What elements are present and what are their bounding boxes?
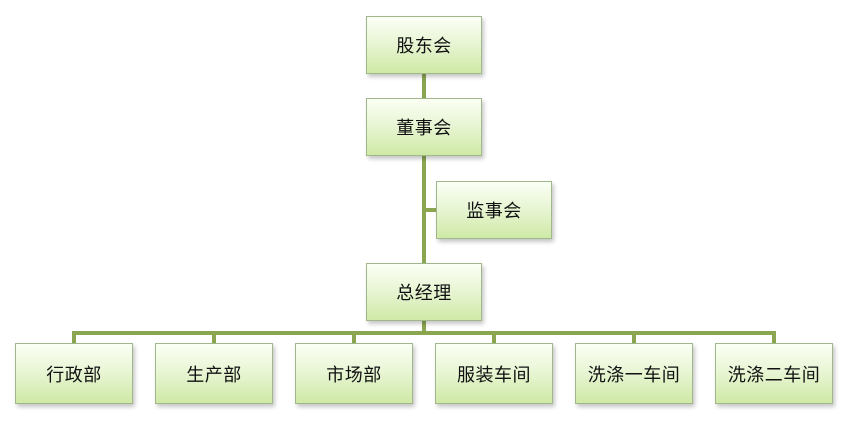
node-board-of-directors: 董事会: [366, 98, 482, 156]
node-label: 服装车间: [457, 364, 531, 386]
node-dept-washing-workshop-1: 洗涤一车间: [575, 343, 693, 404]
node-label: 洗涤二车间: [727, 364, 821, 386]
node-label: 生产部: [186, 364, 242, 386]
node-dept-marketing: 市场部: [295, 343, 413, 404]
node-label: 监事会: [466, 201, 522, 222]
node-label: 市场部: [326, 364, 382, 386]
node-dept-washing-workshop-2: 洗涤二车间: [715, 343, 833, 404]
node-label: 股东会: [396, 36, 452, 57]
node-label: 董事会: [396, 118, 452, 139]
node-label: 总经理: [396, 283, 452, 304]
node-shareholders: 股东会: [366, 16, 482, 74]
node-label: 洗涤一车间: [587, 364, 681, 386]
node-dept-production: 生产部: [155, 343, 273, 404]
node-label: 行政部: [46, 364, 102, 386]
node-board-of-supervisors: 监事会: [436, 181, 552, 239]
node-dept-admin: 行政部: [15, 343, 133, 404]
node-dept-garment-workshop: 服装车间: [435, 343, 553, 404]
node-general-manager: 总经理: [366, 263, 482, 321]
